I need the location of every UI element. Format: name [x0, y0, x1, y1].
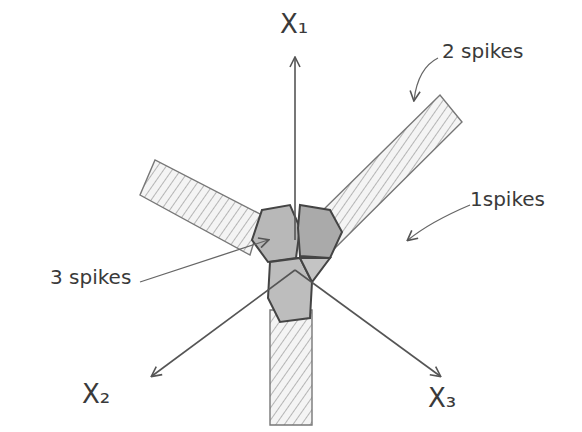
- callout-label: 3 spikes: [50, 266, 131, 288]
- callout-label: 1spikes: [470, 188, 545, 210]
- leader-lines: [140, 58, 470, 282]
- callout-label: 2 spikes: [442, 40, 523, 62]
- central-region: [252, 205, 342, 322]
- axis-label: X₂: [82, 380, 110, 409]
- axis-arrows: [152, 58, 440, 376]
- axis-label: X₁: [280, 10, 308, 39]
- spike-bands: [140, 95, 462, 425]
- axis-label: X₃: [428, 384, 456, 413]
